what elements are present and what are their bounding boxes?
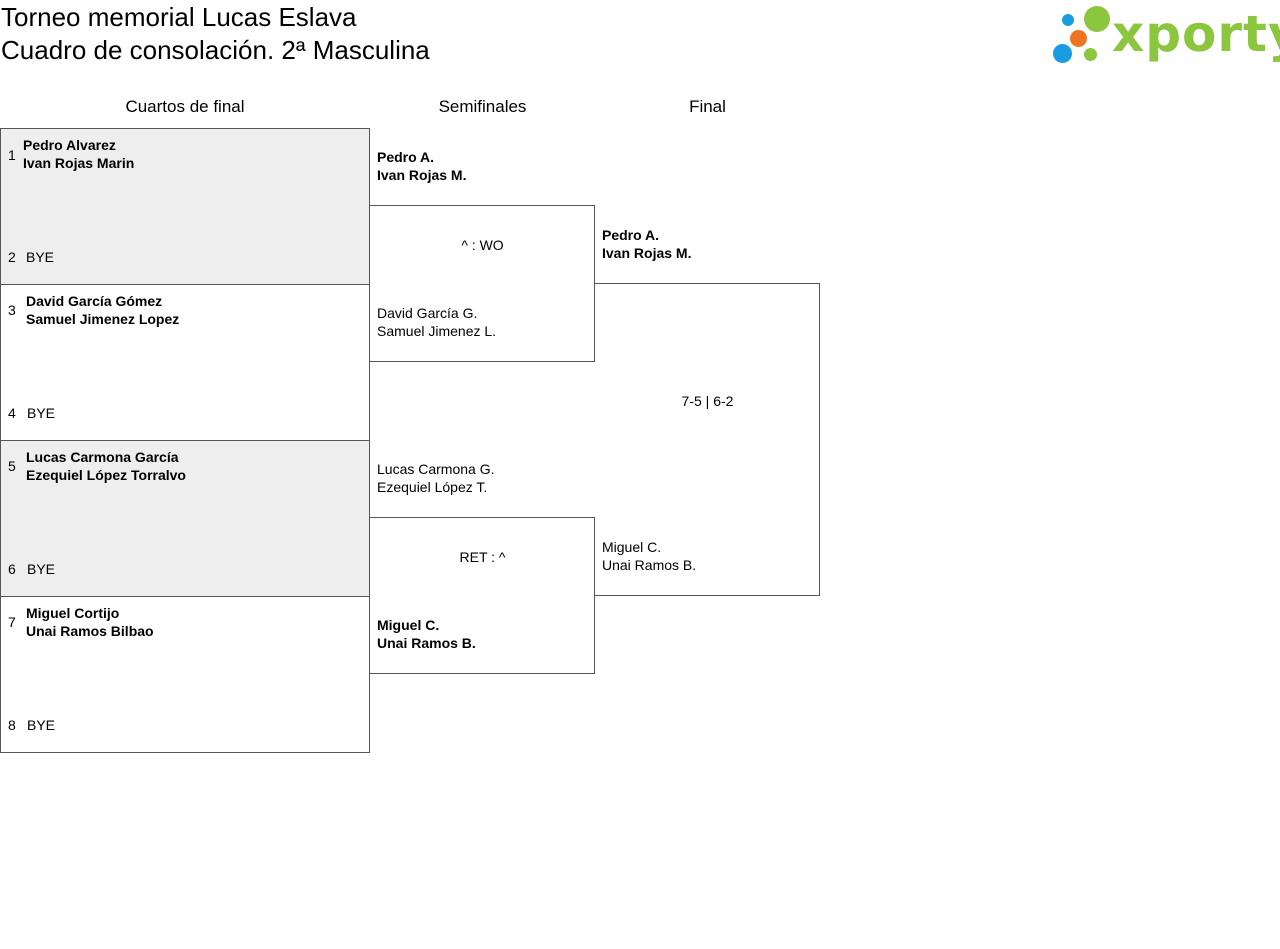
final-team-top[interactable]: Pedro A. Ivan Rojas M. — [602, 226, 691, 262]
logo-wordmark: xporty — [1112, 5, 1280, 63]
round-header-semifinals: Semifinales — [438, 97, 527, 116]
final-bracket — [595, 283, 820, 596]
round-header-quarterfinals: Cuartos de final — [125, 97, 245, 116]
team-player-2: Ezequiel López Torralvo — [26, 467, 186, 483]
logo-dot-green — [1084, 6, 1110, 32]
seed-number: 8 — [8, 717, 16, 733]
player-name: Unai Ramos B. — [377, 635, 476, 651]
team-player-2: Samuel Jimenez Lopez — [26, 311, 180, 327]
player-name: David García G. — [377, 305, 478, 321]
bye-label: BYE — [27, 717, 56, 733]
draw-subtitle: Cuadro de consolación. 2ª Masculina — [1, 35, 430, 65]
logo-dot-orange — [1070, 30, 1087, 47]
tournament-title: Torneo memorial Lucas Eslava — [1, 2, 357, 32]
player-name: Miguel C. — [377, 617, 440, 633]
xporty-logo[interactable]: xporty — [1050, 4, 1280, 66]
team-player-2: Unai Ramos Bilbao — [26, 623, 154, 639]
round-header-final: Final — [689, 97, 726, 116]
seed-number: 5 — [8, 458, 16, 474]
quarterfinal-match-3[interactable]: 5 Lucas Carmona García Ezequiel López To… — [0, 440, 370, 597]
logo-dot-blue-small — [1062, 14, 1074, 26]
semifinal-bracket-1 — [370, 205, 595, 362]
semifinal-2-team-top[interactable]: Lucas Carmona G. Ezequiel López T. — [377, 460, 495, 496]
semifinal-2-team-bottom[interactable]: Miguel C. Unai Ramos B. — [377, 616, 476, 652]
player-name: Samuel Jimenez L. — [377, 323, 497, 339]
player-name: Lucas Carmona G. — [377, 461, 495, 477]
seed-number: 3 — [8, 302, 16, 318]
player-name: Pedro A. — [602, 227, 660, 243]
final-team-bottom[interactable]: Miguel C. Unai Ramos B. — [602, 538, 696, 574]
quarterfinal-match-2[interactable]: 3 David García Gómez Samuel Jimenez Lope… — [0, 284, 370, 441]
seed-number: 4 — [8, 405, 16, 421]
player-name: Ivan Rojas M. — [377, 167, 467, 183]
semifinal-1-result: ^ : WO — [461, 237, 504, 253]
semifinal-1-team-top[interactable]: Pedro A. Ivan Rojas M. — [377, 148, 466, 184]
quarterfinal-match-4[interactable]: 7 Miguel Cortijo Unai Ramos Bilbao 8 BYE — [0, 596, 370, 753]
logo-dot-green-small — [1084, 48, 1097, 61]
semifinal-1-team-bottom[interactable]: David García G. Samuel Jimenez L. — [377, 304, 496, 340]
team-player-1: David García Gómez — [26, 293, 163, 309]
semifinal-2-result: RET : ^ — [459, 549, 506, 565]
seed-number: 1 — [8, 147, 16, 163]
player-name: Ivan Rojas M. — [602, 245, 692, 261]
seed-number: 6 — [8, 561, 16, 577]
bye-label: BYE — [26, 249, 55, 265]
team-player-2: Ivan Rojas Marin — [23, 155, 135, 171]
player-name: Pedro A. — [377, 149, 435, 165]
bye-label: BYE — [27, 561, 56, 577]
quarterfinal-match-1[interactable]: 1 Pedro Alvarez Ivan Rojas Marin 2 BYE — [0, 128, 370, 285]
bye-label: BYE — [27, 405, 56, 421]
team-player-1: Miguel Cortijo — [26, 605, 120, 621]
player-name: Unai Ramos B. — [602, 557, 697, 573]
seed-number: 2 — [8, 249, 16, 265]
logo-dot-blue — [1053, 44, 1072, 63]
seed-number: 7 — [8, 614, 16, 630]
final-result: 7-5 | 6-2 — [681, 393, 734, 409]
player-name: Miguel C. — [602, 539, 662, 555]
team-player-1: Pedro Alvarez — [23, 137, 116, 153]
semifinal-bracket-2 — [370, 517, 595, 674]
player-name: Ezequiel López T. — [377, 479, 488, 495]
team-player-1: Lucas Carmona García — [26, 449, 179, 465]
